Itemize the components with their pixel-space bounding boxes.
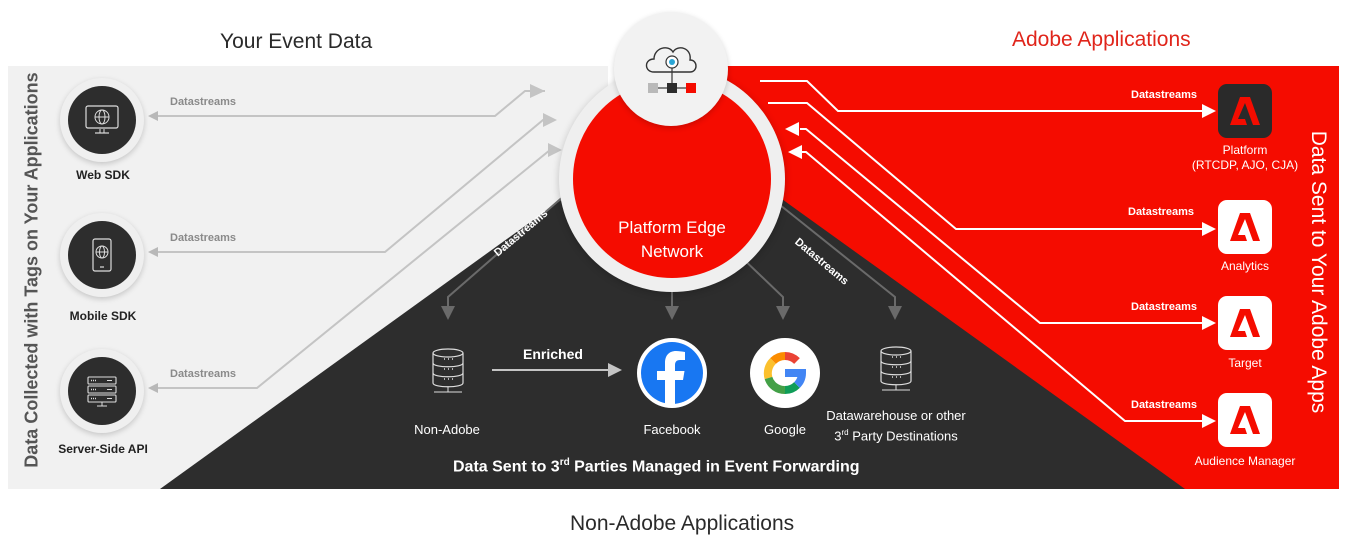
datastreams-label-mobile: Datastreams <box>170 232 237 244</box>
desktop-globe-icon <box>85 105 119 134</box>
ordinal-number: 3 <box>834 428 842 444</box>
destination-label-facebook: Facebook <box>643 422 701 437</box>
right-vertical-label: Data Sent to Your Adobe Apps <box>1307 130 1330 414</box>
arrowhead-right-1 <box>785 122 799 136</box>
source-server-side-api[interactable] <box>60 349 144 433</box>
datastreams-label-platform: Datastreams <box>1131 89 1198 101</box>
google-icon <box>763 352 807 394</box>
destination-label-datawarehouse-line1: Datawarehouse or other <box>826 408 966 423</box>
caption-ordinal: rd <box>559 457 570 468</box>
database-icon <box>432 348 464 393</box>
app-label-platform-line2: (RTCDP, AJO, CJA) <box>1191 158 1299 172</box>
arrowhead-left-3 <box>548 143 562 157</box>
destination-google[interactable] <box>750 338 820 408</box>
destination-label-suffix: Party Destinations <box>848 428 958 444</box>
arrowhead-right-2 <box>788 145 802 159</box>
server-rack-icon <box>87 376 117 407</box>
source-label-server-side-api: Server-Side API <box>58 442 148 456</box>
adobe-logo-icon <box>1230 97 1260 125</box>
app-platform[interactable] <box>1218 84 1272 138</box>
app-label-analytics: Analytics <box>1220 259 1270 273</box>
left-region-title: Your Event Data <box>220 30 373 53</box>
datastreams-label-audience-manager: Datastreams <box>1131 399 1198 411</box>
arrowhead-left-1 <box>530 84 545 98</box>
arrowhead-left-2 <box>543 113 557 127</box>
connector-platform <box>760 80 1216 118</box>
source-label-mobile-sdk: Mobile SDK <box>69 309 137 323</box>
app-target[interactable] <box>1218 296 1272 350</box>
caption-prefix: Data Sent to 3 <box>453 458 560 476</box>
hub-title-line2: Network <box>640 242 704 261</box>
left-vertical-label: Data Collected with Tags on Your Applica… <box>21 72 42 468</box>
connector-audience-manager <box>800 151 1216 428</box>
app-label-target: Target <box>1228 356 1262 370</box>
destination-label-google: Google <box>764 422 806 437</box>
app-label-platform: Platform (RTCDP, AJO, CJA) <box>1192 143 1298 173</box>
adobe-logo-icon <box>1230 406 1260 434</box>
source-mobile-sdk[interactable] <box>60 213 144 297</box>
event-forwarding-caption: Data Sent to 3rd Parties Managed in Even… <box>453 457 860 476</box>
database-icon <box>880 346 912 391</box>
connector-analytics <box>768 102 1216 236</box>
source-label-web-sdk: Web SDK <box>76 168 130 182</box>
cloud-network-icon <box>645 47 697 93</box>
app-label-audience-manager: Audience Manager <box>1194 454 1296 468</box>
app-audience-manager[interactable] <box>1218 393 1272 447</box>
caption-suffix: Parties Managed in Event Forwarding <box>569 458 860 476</box>
datastreams-label-server: Datastreams <box>170 368 237 380</box>
connector-non-adobe <box>441 194 566 320</box>
facebook-icon <box>641 342 703 404</box>
hub-title: Platform Edge Network <box>559 216 785 264</box>
hub-title-line1: Platform Edge <box>618 218 726 237</box>
destination-label-datawarehouse-line2: 3rd Party Destinations <box>826 424 965 444</box>
cloud-icon-badge <box>614 12 728 126</box>
adobe-logo-icon <box>1230 309 1260 337</box>
app-label-platform-line1: Platform <box>1222 143 1268 157</box>
bottom-region-title: Non-Adobe Applications <box>570 512 795 535</box>
datastreams-label-web: Datastreams <box>170 96 237 108</box>
datastreams-label-analytics: Datastreams <box>1128 206 1195 218</box>
right-region-title: Adobe Applications <box>1012 28 1191 51</box>
destination-label-datawarehouse: Datawarehouse or other 3rd Party Destina… <box>826 407 965 444</box>
connector-target <box>800 128 1216 330</box>
adobe-logo-icon <box>1230 213 1260 241</box>
mobile-globe-icon <box>92 238 112 272</box>
destination-facebook[interactable] <box>637 338 707 408</box>
enriched-label: Enriched <box>523 346 583 362</box>
connector-datawarehouse <box>779 204 902 320</box>
connector-google <box>736 252 790 320</box>
app-analytics[interactable] <box>1218 200 1272 254</box>
ordinal-suffix: rd <box>841 428 849 437</box>
datastreams-label-target: Datastreams <box>1131 301 1198 313</box>
destination-label-non-adobe: Non-Adobe <box>414 422 480 437</box>
source-web-sdk[interactable] <box>60 78 144 162</box>
